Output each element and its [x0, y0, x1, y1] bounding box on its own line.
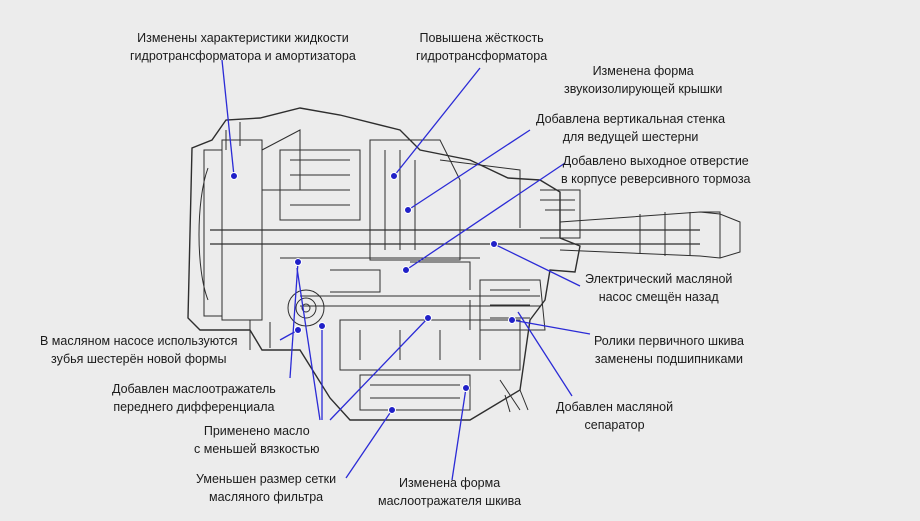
callout-filter: Уменьшен размер сетки масляного фильтра	[196, 472, 337, 504]
callout-separator: Добавлен масляной сепаратор	[556, 400, 674, 432]
dot-fluid	[230, 172, 238, 180]
leader-lines	[221, 59, 591, 481]
callout-stiffness: Повышена жёсткость гидротрансформатора	[416, 31, 548, 63]
dot-viscosity-c	[424, 314, 432, 322]
dot-pulley-baffle	[462, 384, 470, 392]
callout-diff-baffle: Добавлен маслоотражатель переднего диффе…	[112, 382, 276, 414]
callout-cover: Изменена форма звукоизолирующей крышки	[564, 64, 723, 96]
callout-fluid: Изменены характеристики жидкости гидротр…	[130, 31, 356, 63]
transmission-cross-section	[187, 107, 741, 421]
dot-outlet	[402, 266, 410, 274]
dot-viscosity-a	[294, 258, 302, 266]
dot-wall	[404, 206, 412, 214]
dot-pump-moved	[490, 240, 498, 248]
dot-stiffness	[390, 172, 398, 180]
callout-gear-teeth: В масляном насосе используются зубья шес…	[40, 334, 238, 366]
callout-viscosity: Применено масло с меньшей вязкостью	[194, 424, 320, 456]
callout-wall: Добавлена вертикальная стенка для ведуще…	[536, 112, 726, 144]
dot-gear-teeth	[294, 326, 302, 334]
dot-filter	[388, 406, 396, 414]
dot-rollers	[508, 316, 516, 324]
callout-rollers: Ролики первичного шкива заменены подшипн…	[594, 334, 744, 366]
dot-viscosity-b	[318, 322, 326, 330]
callout-outlet: Добавлено выходное отверстие в корпусе р…	[561, 154, 751, 186]
callout-pulley-baffle: Изменена форма маслоотражателя шкива	[378, 476, 522, 508]
callout-pump-moved: Электрический масляной насос смещён наза…	[585, 272, 733, 304]
callout-dots	[230, 172, 516, 414]
